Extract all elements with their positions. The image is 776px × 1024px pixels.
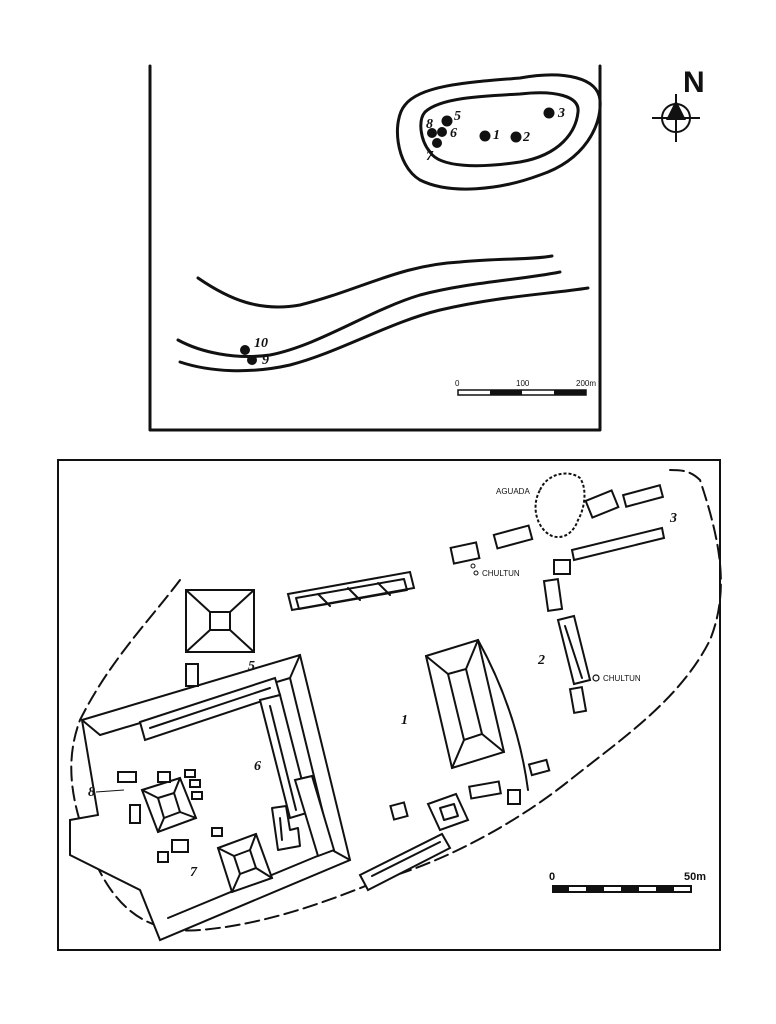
area-label-2: 2 (537, 653, 545, 668)
aguada-label: AGUADA (496, 487, 530, 496)
site-marker-9 (247, 355, 257, 365)
north-arrow: N (652, 66, 705, 142)
terrace-edge (477, 639, 529, 791)
north-label: N (683, 66, 705, 99)
chultun-label-1: CHULTUN (482, 569, 520, 578)
area-8-leader (95, 789, 125, 793)
site-marker-5 (441, 115, 453, 127)
pyramid-5 (185, 589, 255, 653)
overview-scale-bar: 0 100 200m (455, 379, 596, 396)
structure-small (185, 663, 199, 687)
site-plan-scale-bar: 0 50m (549, 871, 706, 893)
site-label-9: 9 (262, 353, 269, 368)
site-scale-label-0: 0 (549, 871, 555, 883)
site-label-2: 2 (522, 130, 530, 145)
valley-contour-middle (176, 270, 562, 359)
triple-building (286, 570, 416, 612)
site-scale-label-50m: 50m (684, 871, 706, 883)
range-building-area-2 (542, 578, 592, 715)
valley-contour-south (178, 286, 590, 373)
site-label-10: 10 (254, 336, 268, 351)
overview-scale-label-100: 100 (516, 379, 530, 388)
hill-contour-outer (395, 73, 602, 191)
pyramid-8 (140, 776, 198, 834)
site-label-1: 1 (493, 128, 500, 143)
site-marker-10 (240, 345, 250, 355)
site-marker-6 (437, 127, 447, 137)
pyramid-small-east (426, 792, 470, 832)
area-label-1: 1 (401, 713, 408, 728)
chultun-label-2: CHULTUN (603, 674, 641, 683)
area-label-5: 5 (248, 659, 255, 674)
site-label-8: 8 (426, 117, 433, 132)
overview-map-frame (148, 64, 602, 432)
site-marker-7 (432, 138, 442, 148)
small-structures (117, 769, 301, 863)
site-marker-2 (510, 131, 522, 143)
overview-scale-label-200m: 200m (576, 379, 596, 388)
overview-map: 3 5 8 6 7 1 2 10 9 0 100 200m (148, 64, 602, 432)
area-label-7: 7 (190, 865, 198, 880)
area-label-6: 6 (254, 759, 261, 774)
pyramid-1 (424, 638, 506, 770)
site-label-5: 5 (454, 109, 461, 124)
hill-contour-inner (419, 91, 580, 168)
area-label-3: 3 (669, 511, 677, 526)
site-marker-1 (479, 130, 491, 142)
site-label-6: 6 (450, 126, 457, 141)
scattered-structures (389, 484, 666, 821)
site-marker-3 (543, 107, 555, 119)
area-label-8: 8 (88, 785, 95, 800)
overview-scale-label-0: 0 (455, 379, 460, 388)
range-building-outer-east (293, 774, 336, 858)
pyramid-7 (216, 832, 274, 894)
site-label-7: 7 (426, 149, 434, 164)
range-building-south (358, 832, 452, 892)
site-plan-frame (57, 459, 721, 951)
aguada: AGUADA (496, 472, 586, 538)
site-plan: AGUADA CHULTUN CHULTUN 1 2 3 5 6 7 8 (57, 459, 722, 951)
site-marker-8 (427, 128, 437, 138)
valley-contour-north (196, 254, 554, 309)
site-label-3: 3 (557, 106, 565, 121)
chultun-markers: CHULTUN CHULTUN (470, 563, 641, 683)
